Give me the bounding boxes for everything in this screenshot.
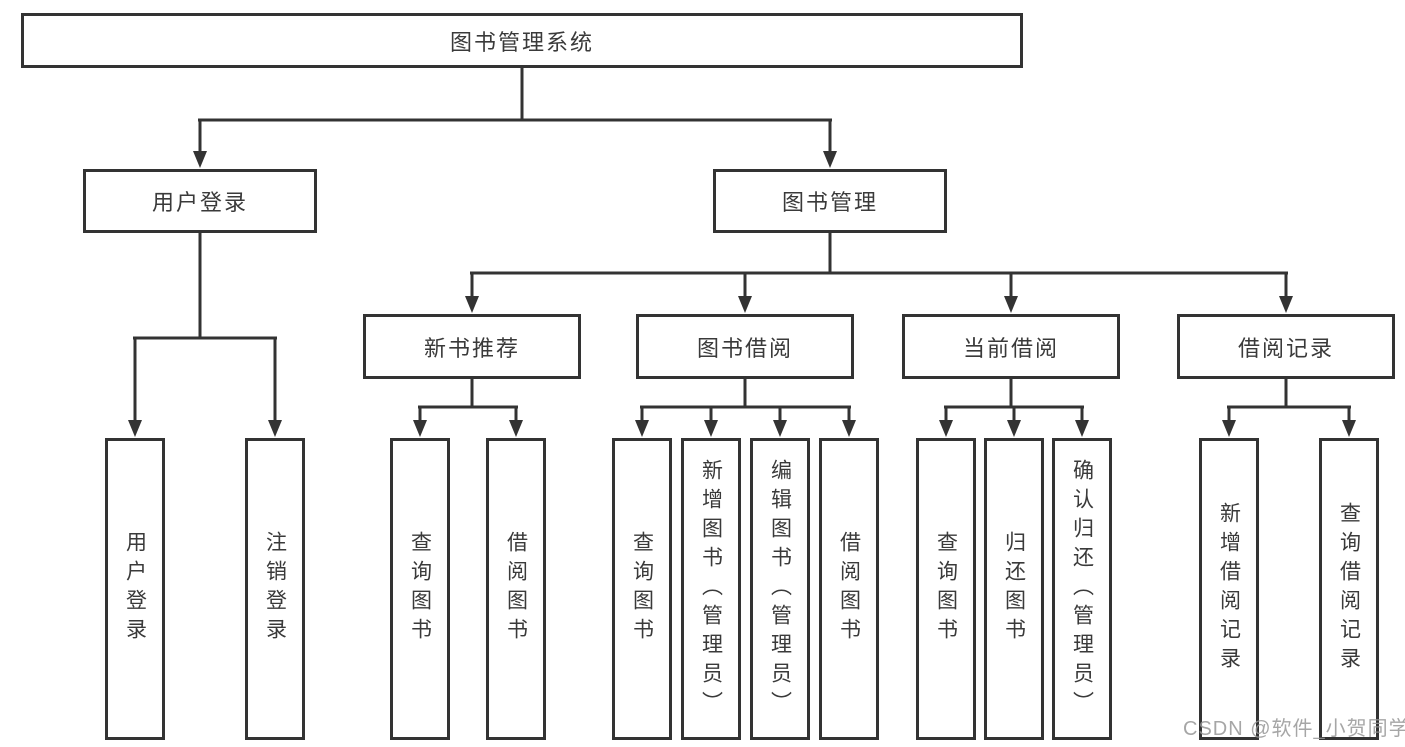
node-book-management: 图书管理 <box>713 169 947 233</box>
node-new-book-recommend-label: 新书推荐 <box>423 335 520 361</box>
node-user-login: 用户登录 <box>83 169 317 233</box>
leaf-query-book-recommend: 查询图书 <box>390 438 450 740</box>
leaf-logout-login: 注销登录 <box>245 438 305 740</box>
leaf-confirm-return-admin: 确认归还（管理员） <box>1052 438 1112 740</box>
node-user-login-label: 用户登录 <box>151 190 248 215</box>
node-root-label: 图书管理系统 <box>449 29 594 55</box>
node-book-borrow: 图书借阅 <box>636 314 854 379</box>
leaf-query-book-current: 查询图书 <box>916 438 976 740</box>
watermark-text: CSDN @软件_小贺同学 <box>1183 718 1405 740</box>
leaf-edit-book-admin: 编辑图书（管理员） <box>750 438 810 740</box>
node-book-management-label: 图书管理 <box>781 190 878 215</box>
node-current-borrow: 当前借阅 <box>902 314 1120 379</box>
leaf-add-book-admin: 新增图书（管理员） <box>681 438 741 740</box>
node-borrow-records: 借阅记录 <box>1177 314 1395 379</box>
leaf-query-book-borrow: 查询图书 <box>612 438 672 740</box>
leaf-return-book: 归还图书 <box>984 438 1044 740</box>
node-root: 图书管理系统 <box>21 13 1023 68</box>
leaf-borrow-book: 借阅图书 <box>819 438 879 740</box>
leaf-user-login: 用户登录 <box>105 438 165 740</box>
leaf-query-borrow-record: 查询借阅记录 <box>1319 438 1379 740</box>
node-new-book-recommend: 新书推荐 <box>363 314 581 379</box>
node-current-borrow-label: 当前借阅 <box>962 335 1059 361</box>
node-book-borrow-label: 图书借阅 <box>696 335 793 361</box>
leaf-add-borrow-record: 新增借阅记录 <box>1199 438 1259 740</box>
node-borrow-records-label: 借阅记录 <box>1237 335 1334 361</box>
leaf-borrow-book-recommend: 借阅图书 <box>486 438 546 740</box>
arrowheads <box>128 151 1356 437</box>
